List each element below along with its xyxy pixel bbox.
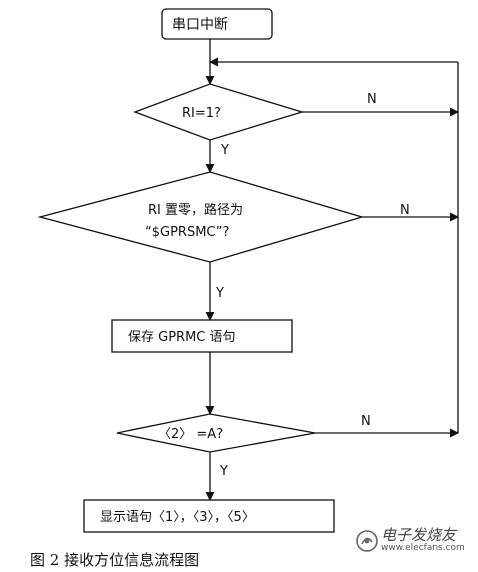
start-node-label: 串口中断 [172,17,228,33]
decision-path-label-line1: RI 置零，路径为 [148,202,243,218]
watermark-url: www.elecfans.com [381,543,465,553]
display-process-node [83,499,335,533]
start-node [161,8,273,40]
decision-path-label-line2: “$GPRSMC”? [145,225,229,240]
watermark: 电子发烧友 www.elecfans.com [356,528,465,553]
save-process-node [111,319,293,353]
watermark-brand: 电子发烧友 [381,526,457,544]
label-no-path: N [400,203,410,218]
decision-field2-label: 〈2〉 =A? [158,427,223,442]
label-yes-ri: Y [220,143,229,158]
label-yes-path: Y [215,286,224,301]
label-no-field2: N [361,414,371,429]
elecfans-logo-icon [356,529,378,552]
figure-caption: 图 2 接收方位信息流程图 [30,551,200,569]
decision-ri-label: RI=1? [182,106,221,121]
label-no-ri: N [367,92,377,107]
display-process-label: 显示语句〈1〉，〈3〉，〈5〉 [100,510,255,525]
label-yes-field2: Y [219,464,228,479]
save-process-label: 保存 GPRMC 语句 [128,330,236,345]
